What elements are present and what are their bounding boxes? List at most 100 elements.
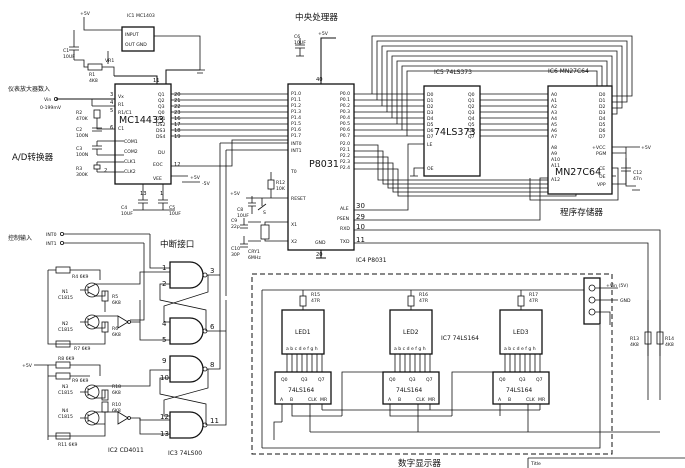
adc-num-23: 23 [174, 110, 181, 116]
n4-label: N4 [62, 408, 68, 414]
led2-name: LED2 [403, 329, 419, 336]
eprom-pin-vcc: +VCC [592, 145, 605, 151]
driver1-q0: Q0 [281, 377, 288, 383]
cpu-pin-p16: P1.6 [291, 127, 301, 133]
c1-value: 10UF [63, 54, 75, 60]
c5-value: 10UF [169, 211, 181, 217]
latch-pin-q7: Q7 [468, 134, 475, 140]
adc-pin-vee: VEE [153, 176, 162, 182]
ic2-label: IC2 CD4011 [108, 447, 144, 454]
adc-chip: MC14433 Vx R1 R1/C1 C1 COM1 COM2 CLK1 CL… [40, 69, 211, 217]
eprom-pin-a1: A1 [551, 98, 557, 104]
latch-pin-q4: Q4 [468, 116, 475, 122]
n3-value: C1815 [58, 390, 73, 396]
driver2-mr: MR [428, 397, 436, 403]
cpu-pin-p22: P2.2 [340, 153, 350, 159]
gate-3 [169, 355, 204, 383]
r13-name: R13 [630, 336, 639, 342]
eprom-pin-ce: CE [599, 166, 605, 172]
gate-pin-3: 3 [210, 267, 214, 275]
eprom-pin-d7: D7 [599, 134, 606, 140]
eprom-pin-a6: A6 [551, 128, 557, 134]
eprom-pin-oe: OE [599, 174, 606, 180]
r16-value: 47R [419, 298, 429, 304]
eprom-pin-a11: A11 [551, 163, 560, 169]
led2-segments: a b c d e f g h [394, 346, 426, 352]
c4-name: C4 [121, 205, 127, 211]
adc-num-2: 2 [104, 168, 107, 174]
r9-label: R9 6K9 [72, 378, 89, 384]
cpu-num-10: 10 [356, 223, 365, 231]
adc-body [114, 83, 172, 185]
cpu-pin-int1: INT1 [291, 148, 302, 154]
driver2-name: 74LS164 [396, 387, 422, 394]
n1-value: C1815 [58, 295, 73, 301]
cpu-pin-p13: P1.3 [291, 109, 301, 115]
plus5v-bottom: +5V [22, 363, 33, 369]
driver1-q3: Q3 [301, 377, 308, 383]
gate-pin-1: 1 [162, 264, 166, 272]
adc-pin-ds4: DS4 [156, 134, 165, 140]
r10-value: 6K8 [112, 408, 121, 414]
adc-num-4: 4 [110, 100, 114, 106]
gate-4 [169, 411, 204, 439]
eprom-pin-d3: D3 [599, 110, 606, 116]
ic1-pin-outgnd: OUT GND [125, 42, 147, 48]
n2-value: C1815 [58, 327, 73, 333]
eprom-pin-a7: A7 [551, 134, 557, 140]
latch-pin-d7: D7 [427, 134, 434, 140]
latch-pin-d5: D5 [427, 122, 434, 128]
eprom-label: IC6 MN27C64 [548, 68, 589, 75]
debounce-bottom: +5V R8 6K9 R9 6K9 N3 C1815 R18 6K8 N4 C1… [22, 356, 170, 448]
cpu-pin-p11: P1.1 [291, 97, 301, 103]
cpu-pin-p15: P1.5 [291, 121, 301, 127]
adc-num-22: 22 [174, 104, 181, 110]
eprom-pin-a12: A12 [551, 177, 560, 183]
cpu-num-11: 11 [356, 236, 365, 244]
adc-num-6: 6 [110, 125, 113, 131]
eprom-pin-d6: D6 [599, 128, 606, 134]
driver2-b: B [398, 397, 401, 403]
adc-pin-c1: C1 [118, 126, 124, 132]
gate-1 [169, 261, 204, 289]
debounce-top: R4 6K9 N1 C1815 R5 6K8 N2 C1815 R6 6K8 R… [47, 266, 170, 352]
cpu-pin-t0: T0 [290, 169, 297, 175]
cpu-pin-p02: P0.2 [340, 103, 350, 109]
cpu-num-29: 29 [356, 213, 365, 221]
adc-pin-q2: Q2 [158, 98, 165, 104]
adc-pin-com2: COM2 [124, 149, 138, 155]
display-digit-2: R16 47R LED2 a b c d e f g h 74LS164 Q0 … [341, 290, 452, 432]
driver1-mr: MR [320, 397, 328, 403]
r14-name: R14 [665, 336, 674, 342]
adc-num-19: 19 [174, 134, 181, 140]
cpu-pin-p23: P2.3 [340, 159, 350, 165]
latch-pin-d4: D4 [427, 116, 434, 122]
crystal-value: 6MHz [248, 255, 261, 261]
driver2-q0: Q0 [389, 377, 396, 383]
latch-pin-le: LE [427, 142, 433, 148]
cpu-pin-txd: TXD [339, 239, 350, 245]
adc-num-17: 17 [174, 122, 181, 128]
adc-pin-q1: Q1 [158, 92, 165, 98]
ic1-reference: +5V IC1 MC1403 INPUT OUT GND C1 10UF VR1… [63, 11, 205, 84]
gate-pin-9: 9 [162, 357, 166, 365]
eprom-pin-a0: A0 [551, 92, 557, 98]
n1-label: N1 [62, 289, 68, 295]
latch-pin-q5: Q5 [468, 122, 475, 128]
adc-pin-clk2: CLK2 [124, 169, 136, 175]
adc-pin-q0: Q0 [158, 110, 165, 116]
r14-value: 4K8 [665, 342, 674, 348]
c10-name: C10 [231, 246, 240, 252]
adc-pin-clk1: CLK1 [124, 159, 136, 165]
eprom-pin-a5: A5 [551, 122, 557, 128]
adc-pin-vx: Vx [118, 94, 124, 100]
driver3-q3: Q3 [519, 377, 526, 383]
c6-value: 10UF [294, 40, 306, 46]
power-connector: +Vin (5V) GND [583, 277, 631, 325]
c1-name: C1 [63, 48, 69, 54]
cpu-pin-p10: P1.0 [291, 91, 301, 97]
cpu-chip: P8031 P1.0 P1.1 P1.2 P1.3 P1.4 P1.5 P1.6… [219, 31, 387, 296]
adc-pin-ds3: DS3 [156, 128, 165, 134]
eprom-pin-pgm: PGM [596, 151, 606, 157]
conn-vin: +Vin (5V) [606, 283, 628, 289]
